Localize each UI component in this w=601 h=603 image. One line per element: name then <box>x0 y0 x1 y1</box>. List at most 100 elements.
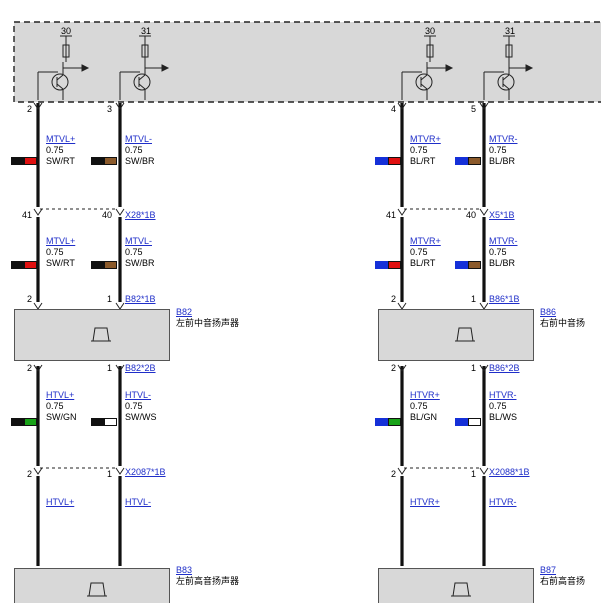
component-b82-box[interactable] <box>14 309 170 361</box>
pin-label: 40 <box>102 210 113 220</box>
component-b83-box[interactable] <box>14 568 170 603</box>
speaker-icon <box>87 582 107 597</box>
wire-size: 0.75 <box>489 401 507 411</box>
component-desc: 左前中音扬声器 <box>176 318 240 328</box>
wire-size: 0.75 <box>125 401 143 411</box>
pin-label: 1 <box>107 363 113 373</box>
component-link-b86[interactable]: B86 <box>540 307 557 317</box>
connector-link-x5-1b[interactable]: X5*1B <box>489 210 515 220</box>
wire-color-swatch-bl-br <box>455 261 481 269</box>
pin-label: 40 <box>466 210 477 220</box>
pin-label: 1 <box>471 469 477 479</box>
amplifier-module-box <box>13 21 601 103</box>
component-b86-box[interactable] <box>378 309 534 361</box>
pin-label: 2 <box>27 294 33 304</box>
transistor-icon <box>37 35 90 100</box>
component-desc: 右前高音扬 <box>540 576 586 586</box>
wire-size: 0.75 <box>46 145 64 155</box>
connector-link-b82-1b[interactable]: B82*1B <box>125 294 156 304</box>
speaker-icon <box>451 582 471 597</box>
wire-link-mtvl-plus[interactable]: MTVL+ <box>46 236 76 246</box>
pin-label: 4 <box>391 104 397 114</box>
connector-link-b86-2b[interactable]: B86*2B <box>489 363 520 373</box>
wire-color-code: SW/RT <box>46 156 75 166</box>
connector-link-b86-1b[interactable]: B86*1B <box>489 294 520 304</box>
speaker-icon <box>91 327 111 342</box>
wire-color-code: BL/WS <box>489 412 518 422</box>
wire-link-mtvr-plus[interactable]: MTVR+ <box>410 236 441 246</box>
pin-label: 2 <box>391 469 397 479</box>
wire-color-swatch-sw-gn <box>11 418 37 426</box>
wire-link-mtvr-plus[interactable]: MTVR+ <box>410 134 441 144</box>
pin-label: 41 <box>22 210 33 220</box>
wire-link-htvl-plus[interactable]: HTVL+ <box>46 390 75 400</box>
wire-color-swatch-sw-ws <box>91 418 117 426</box>
pin-label: 2 <box>391 294 397 304</box>
wire-link-mtvr-minus[interactable]: MTVR- <box>489 134 518 144</box>
wire-size: 0.75 <box>410 401 428 411</box>
wire-size: 0.75 <box>125 247 143 257</box>
pin-label: 5 <box>471 104 477 114</box>
pin-label: 1 <box>471 294 477 304</box>
wire-color-swatch-bl-rt <box>375 261 401 269</box>
wire-link-htvr-minus[interactable]: HTVR- <box>489 497 517 507</box>
wire-link-htvr-plus[interactable]: HTVR+ <box>410 390 440 400</box>
component-link-b87[interactable]: B87 <box>540 565 557 575</box>
wire-size: 0.75 <box>489 247 507 257</box>
wire-link-htvl-minus[interactable]: HTVL- <box>125 497 152 507</box>
wire-link-mtvl-minus[interactable]: MTVL- <box>125 236 152 246</box>
terminal-30-label: 30 <box>61 26 72 36</box>
pin-label: 2 <box>27 104 33 114</box>
wire-color-code: BL/RT <box>410 258 436 268</box>
component-desc: 左前高音扬声器 <box>176 576 240 586</box>
wire-link-mtvl-minus[interactable]: MTVL- <box>125 134 152 144</box>
connector-link-x2087-1b[interactable]: X2087*1B <box>125 467 166 477</box>
wire-color-code: SW/WS <box>125 412 157 422</box>
connector-dashes <box>40 208 482 469</box>
wire-color-code: BL/BR <box>489 156 516 166</box>
wire-color-code: SW/BR <box>125 156 155 166</box>
wire-bundle-right <box>400 103 486 566</box>
wire-link-mtvr-minus[interactable]: MTVR- <box>489 236 518 246</box>
wire-size: 0.75 <box>410 247 428 257</box>
wire-size: 0.75 <box>46 401 64 411</box>
pin-label: 2 <box>27 363 33 373</box>
pin-label: 3 <box>107 104 113 114</box>
pin-label: 1 <box>107 294 113 304</box>
connector-link-x2088-1b[interactable]: X2088*1B <box>489 467 530 477</box>
wire-color-swatch-bl-rt <box>375 157 401 165</box>
pin-label: 1 <box>107 469 113 479</box>
component-b87-box[interactable] <box>378 568 534 603</box>
component-link-b83[interactable]: B83 <box>176 565 193 575</box>
wire-size: 0.75 <box>125 145 143 155</box>
wire-color-code: SW/BR <box>125 258 155 268</box>
wire-link-htvr-minus[interactable]: HTVR- <box>489 390 517 400</box>
wire-size: 0.75 <box>489 145 507 155</box>
pin-label: 1 <box>471 363 477 373</box>
wire-link-htvr-plus[interactable]: HTVR+ <box>410 497 440 507</box>
wire-color-swatch-sw-br <box>91 261 117 269</box>
component-desc: 右前中音扬 <box>540 318 586 328</box>
speaker-icon <box>455 327 475 342</box>
wire-size: 0.75 <box>410 145 428 155</box>
pin-label: 41 <box>386 210 397 220</box>
terminal-31-label: 31 <box>141 26 152 36</box>
wire-link-htvl-minus[interactable]: HTVL- <box>125 390 152 400</box>
wire-link-htvl-plus[interactable]: HTVL+ <box>46 497 75 507</box>
wire-color-code: BL/RT <box>410 156 436 166</box>
wire-color-swatch-sw-br <box>91 157 117 165</box>
wire-color-swatch-sw-rt <box>11 261 37 269</box>
terminal-30-label-right: 30 <box>425 26 436 36</box>
component-link-b82[interactable]: B82 <box>176 307 193 317</box>
wire-size: 0.75 <box>46 247 64 257</box>
connector-link-b82-2b[interactable]: B82*2B <box>125 363 156 373</box>
wire-color-code: BL/GN <box>410 412 438 422</box>
wire-color-swatch-bl-br <box>455 157 481 165</box>
transistor-icon <box>401 35 454 100</box>
wire-link-mtvl-plus[interactable]: MTVL+ <box>46 134 76 144</box>
wire-color-code: SW/RT <box>46 258 75 268</box>
connector-link-x28-1b[interactable]: X28*1B <box>125 210 156 220</box>
wire-color-code: SW/GN <box>46 412 77 422</box>
